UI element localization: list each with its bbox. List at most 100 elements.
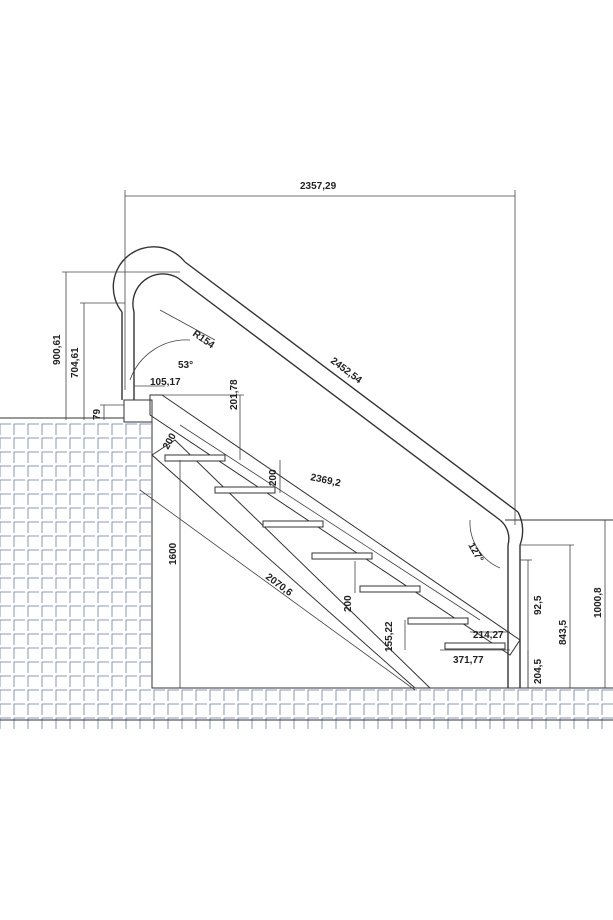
tile [167, 689, 179, 701]
tile [13, 647, 25, 659]
tile [265, 703, 277, 715]
tile [55, 563, 67, 575]
tile [41, 465, 53, 477]
tile [55, 619, 67, 631]
tile [69, 521, 81, 533]
tile [125, 493, 137, 505]
tile [41, 479, 53, 491]
dim-overall-width: 2357,29 [300, 181, 337, 192]
dim-base-width: 371,77 [453, 655, 484, 666]
tile [83, 423, 95, 435]
tile [13, 703, 25, 715]
tile [0, 521, 11, 533]
tile [27, 451, 39, 463]
tile [0, 661, 11, 673]
tile [363, 717, 375, 729]
tile [587, 689, 599, 701]
tile [97, 479, 109, 491]
tile [69, 605, 81, 617]
tile [0, 633, 11, 645]
tile [41, 675, 53, 687]
tile [83, 591, 95, 603]
tile [27, 423, 39, 435]
dim-right-height-mid: 843,5 [558, 620, 569, 645]
tile [55, 689, 67, 701]
tile [209, 703, 221, 715]
tile [461, 717, 473, 729]
pool-tile-pattern [0, 423, 613, 729]
tile [69, 549, 81, 561]
tile [13, 521, 25, 533]
dim-right-base: 204,5 [533, 659, 544, 684]
dim-pool-depth: 1600 [168, 542, 179, 565]
tile [405, 717, 417, 729]
tile [55, 507, 67, 519]
tile [13, 423, 25, 435]
tile [111, 633, 123, 645]
tile [517, 689, 529, 701]
tile [111, 549, 123, 561]
tile [69, 591, 81, 603]
tile [125, 605, 137, 617]
tile [433, 689, 445, 701]
tile [41, 717, 53, 729]
tile [321, 717, 333, 729]
tile [27, 633, 39, 645]
tile [377, 689, 389, 701]
tile [139, 507, 151, 519]
tile [27, 647, 39, 659]
tile [13, 633, 25, 645]
tile [0, 675, 11, 687]
tile [111, 689, 123, 701]
tile [125, 577, 137, 589]
tile [27, 563, 39, 575]
tile [265, 689, 277, 701]
tile [391, 717, 403, 729]
tile [83, 633, 95, 645]
tile [111, 451, 123, 463]
tile [97, 451, 109, 463]
tile [83, 703, 95, 715]
tile [69, 689, 81, 701]
tile [503, 689, 515, 701]
tile [83, 717, 95, 729]
tile [13, 479, 25, 491]
tile [69, 703, 81, 715]
tile [181, 689, 193, 701]
tile [405, 689, 417, 701]
tile [0, 577, 11, 589]
tile [111, 647, 123, 659]
tile [573, 689, 585, 701]
tile [97, 591, 109, 603]
tile [111, 465, 123, 477]
tile [559, 703, 571, 715]
tile [559, 689, 571, 701]
dim-bottom-step-width: 214,27 [473, 630, 504, 641]
tile [195, 689, 207, 701]
tile [125, 647, 137, 659]
tile [69, 633, 81, 645]
tile [97, 521, 109, 533]
tile [139, 689, 151, 701]
tile [13, 507, 25, 519]
tile [139, 717, 151, 729]
tile [0, 437, 11, 449]
tile [55, 465, 67, 477]
dim-bottom-rise: 155,22 [384, 621, 395, 652]
tile [69, 493, 81, 505]
tile [475, 703, 487, 715]
tile [139, 619, 151, 631]
dim-left-height-mid: 704,61 [70, 347, 81, 378]
tile [41, 507, 53, 519]
tile [0, 689, 11, 701]
tile [111, 717, 123, 729]
tile [153, 717, 165, 729]
tile [41, 703, 53, 715]
tile [13, 535, 25, 547]
tile [55, 591, 67, 603]
tile [139, 605, 151, 617]
tile [27, 605, 39, 617]
tile [139, 479, 151, 491]
tile [69, 437, 81, 449]
tile [55, 577, 67, 589]
